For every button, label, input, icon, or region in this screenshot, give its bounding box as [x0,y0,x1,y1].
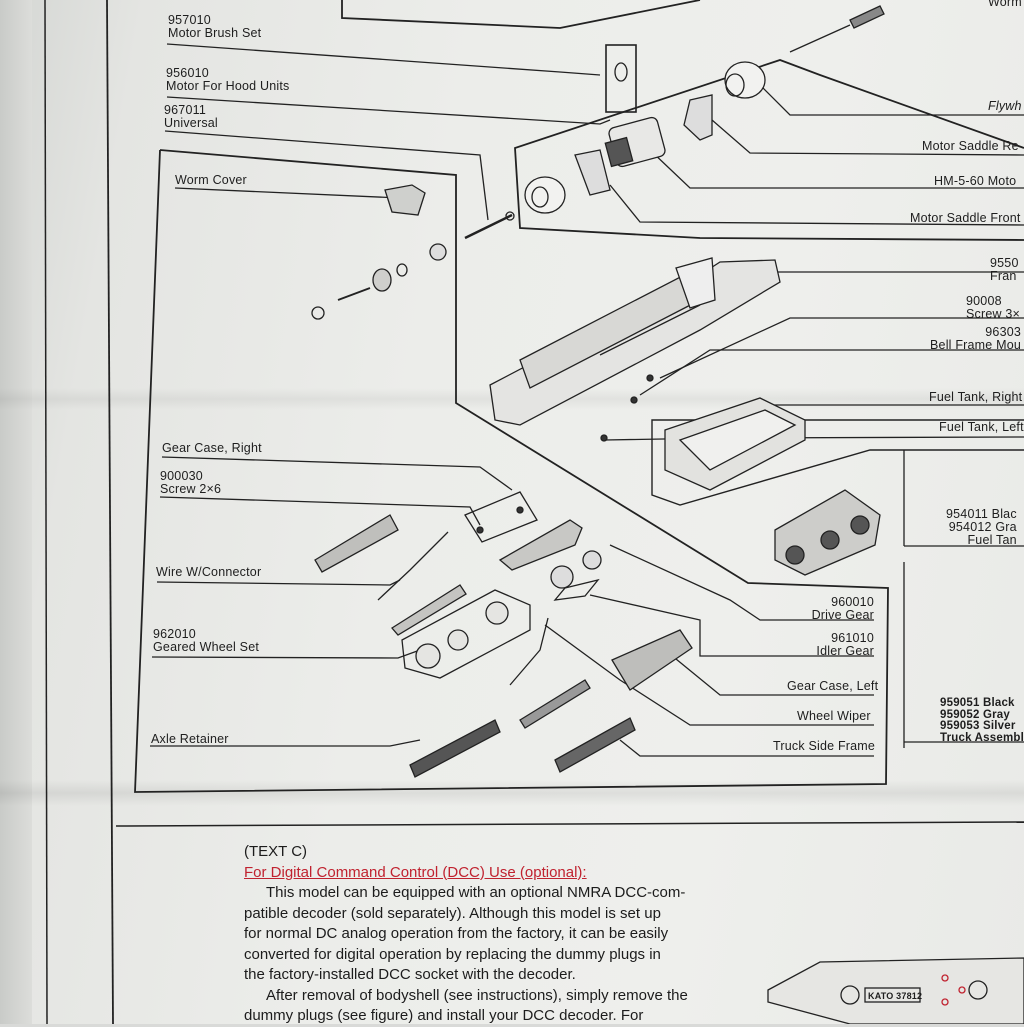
wire-connector-label: Wire W/Connector [156,565,262,579]
paragraph-line: the factory-installed DCC socket with th… [244,966,576,983]
gear-case-left-label: Gear Case, Left [787,679,879,693]
pcb-label: KATO 37812 [868,991,923,1001]
fuel-tank-left-label: Fuel Tank, Left [939,420,1024,434]
geared-wheel-set-label: 962010 Geared Wheel Set [153,628,259,654]
part-name: Idler Gear [816,644,874,658]
part-number: 900030 [160,469,203,483]
paragraph-line: converted for digital operation by repla… [244,945,661,963]
part-number: 962010 [153,627,196,641]
section-heading: (TEXT C) [244,843,308,860]
variant-gray: 954012 Gra [948,520,1017,534]
variant-black: 954011 Blac [946,507,1017,521]
part-name: Bell Frame Mou [930,338,1022,352]
screw-3x-label: 90008 Screw 3× [966,295,1020,321]
universal-label: 967011 Universal [164,104,218,130]
part-name: Fran [990,269,1017,283]
wheel-wiper-label: Wheel Wiper [797,709,871,723]
motor-brush-label: 957010 Motor Brush Set [168,14,261,40]
worm-label: Worm [988,0,1022,9]
part-number: 90008 [966,294,1002,308]
flywheel-label: Flywh [988,99,1022,113]
axle-retainer-label: Axle Retainer [151,732,229,746]
paragraph-line: This model can be equipped with an optio… [266,884,686,901]
part-number: 961010 [831,631,874,645]
dcc-subheading: For Digital Command Control (DCC) Use (o… [244,863,587,881]
screw-2x6-label: 900030 Screw 2×6 [160,470,221,496]
variant-black: 959051 Black [940,697,1015,709]
motor-label: HM-5-60 Moto [934,174,1017,188]
dcc-instructions: (TEXT C) For Digital Command Control (DC… [244,842,744,1027]
part-name: Motor Brush Set [168,26,262,40]
part-number: 957010 [168,13,211,27]
truck-side-frame-label: Truck Side Frame [773,739,876,753]
paragraph-line: dummy plugs (see figure) and install you… [244,1007,644,1024]
fuel-tank-right-label: Fuel Tank, Right [929,390,1023,404]
part-number: 9550 [990,256,1019,270]
part-name: Screw 3× [966,307,1021,321]
part-name: Geared Wheel Set [153,640,260,654]
part-name: Truck Assembly [940,731,1024,744]
part-name: Screw 2×6 [160,482,222,496]
fuel-tank-variants-label: 954011 Blac 954012 Gra Fuel Tan [946,508,1017,547]
truck-assembly-label: 959051 Black 959052 Gray 959053 Silver T… [940,697,1024,744]
part-number: 967011 [164,103,206,117]
part-name: Universal [164,116,218,130]
paragraph-line: After removal of bodyshell (see instruct… [266,986,688,1004]
paragraph-line: for normal DC analog operation from the … [244,925,669,942]
part-name: Drive Gear [811,608,874,622]
motor-saddle-front-label: Motor Saddle Front [910,211,1021,225]
part-name: Motor For Hood Units [166,79,290,93]
variant-tan: Fuel Tan [967,533,1017,547]
motor-hood-label: 956010 Motor For Hood Units [166,67,289,93]
drive-gear-label: 960010 Drive Gear [810,596,874,622]
paragraph-2: After removal of bodyshell (see instruct… [244,986,744,1027]
variant-silver: 959053 Silver [940,720,1016,732]
bell-frame-label: 96303 Bell Frame Mou [930,326,1021,352]
part-number: 96303 [985,325,1022,339]
part-number: 956010 [166,66,209,80]
motor-saddle-rear-label: Motor Saddle Re [922,139,1019,153]
frame-label: 9550 Fran [990,257,1019,283]
part-number: 960010 [831,595,874,609]
variant-gray: 959052 Gray [940,708,1010,721]
paragraph-1: This model can be equipped with an optio… [244,883,744,986]
idler-gear-label: 961010 Idler Gear [806,632,874,658]
gear-case-right-label: Gear Case, Right [162,441,262,455]
worm-cover-label: Worm Cover [175,173,247,187]
paragraph-line: patible decoder (sold separately). Altho… [244,904,661,922]
